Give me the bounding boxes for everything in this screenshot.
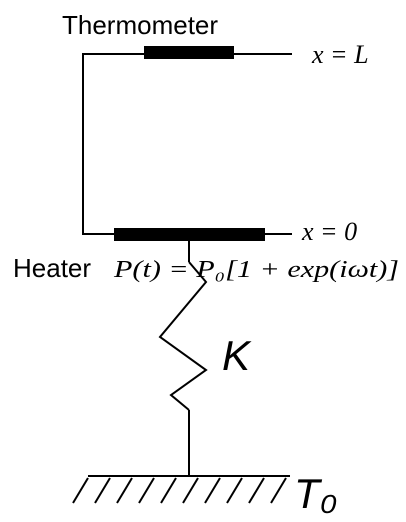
bath-hatch [270,477,287,504]
bath-hatch [160,477,177,504]
heater-label: Heater [13,253,91,283]
sample-outline [82,53,292,235]
thermometer-label: Thermometer [62,10,218,40]
conductance-label: K [222,332,252,379]
bath-hatch [94,477,111,504]
heater-bar [114,228,265,241]
bath-hatch [226,477,243,504]
bath-hatch [248,477,265,504]
bath-hatch [72,477,89,504]
bath-temperature-label: T₀ [294,470,337,517]
sample-left-edge [82,53,144,235]
bath-hatch [204,477,221,504]
x-top-label: x = L [311,40,369,69]
x-bottom-label: x = 0 [301,217,357,246]
heat-bath [72,475,290,504]
spring-zigzag [158,261,208,411]
thermal-link [158,241,208,476]
bath-hatch [116,477,133,504]
bath-hatch [182,477,199,504]
power-equation: P(t) = P₀[1 + exp(iωt)] [113,257,399,283]
bath-hatch [138,477,155,504]
thermometer-bar [144,46,234,59]
